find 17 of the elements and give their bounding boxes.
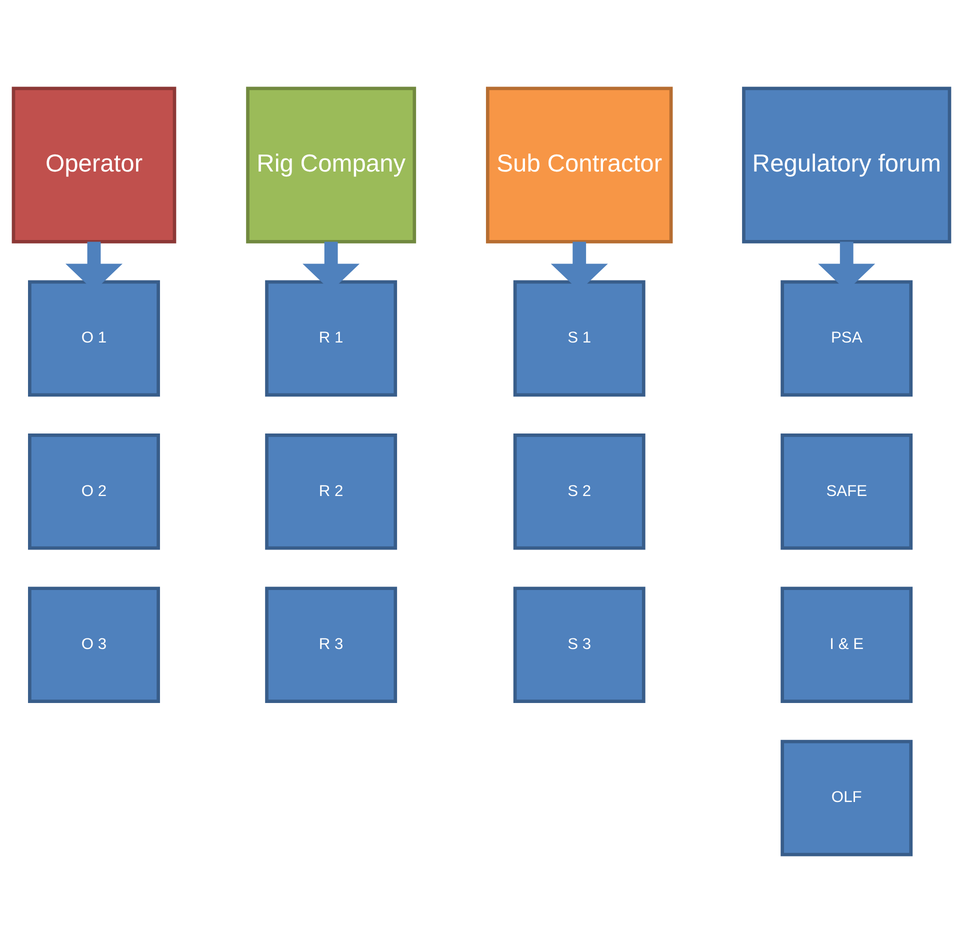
node-box: PSA xyxy=(780,280,912,396)
node-box: I & E xyxy=(780,586,912,702)
node-box: O 1 xyxy=(28,280,160,396)
node-box: O 3 xyxy=(28,586,160,702)
node-box: R 2 xyxy=(264,432,397,550)
node-box: O 2 xyxy=(28,432,160,550)
node-box: S 2 xyxy=(512,432,645,550)
node-box: SAFE xyxy=(780,432,912,550)
node-box: OLF xyxy=(780,739,912,856)
node-box: R 3 xyxy=(264,586,397,702)
node-box: S 1 xyxy=(512,280,645,396)
node-box: R 1 xyxy=(264,280,397,396)
node-box: Regulatory forum xyxy=(742,86,951,243)
node-box: Operator xyxy=(11,86,176,243)
node-box: S 3 xyxy=(512,586,645,702)
node-box: Rig Company xyxy=(246,86,416,243)
node-box: Sub Contractor xyxy=(485,86,672,243)
